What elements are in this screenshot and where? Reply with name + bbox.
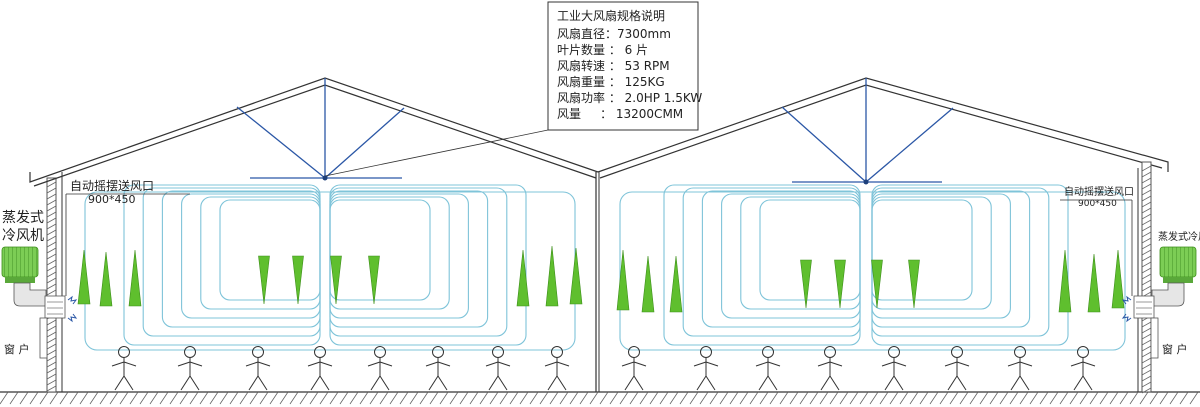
- left-duct: [13, 282, 47, 307]
- left-cooler-body: [1, 246, 39, 278]
- air-jet: [292, 255, 304, 305]
- worker-figure: [367, 346, 393, 391]
- airflow-loop: [663, 184, 861, 346]
- left-cooler-label-1: 蒸发式: [2, 210, 44, 226]
- worker-figure: [621, 346, 647, 391]
- airflow-loop: [329, 193, 469, 319]
- worker-figure: [1070, 346, 1096, 391]
- right-window-label: 窗 户: [1162, 342, 1188, 356]
- air-jet: [1111, 249, 1125, 309]
- left-outlet-size: 900*450: [88, 193, 136, 206]
- airflow-loop: [219, 199, 321, 301]
- spec-line: 叶片数量 ： 6 片: [557, 42, 648, 57]
- right-outlet-size: 900*450: [1078, 199, 1117, 209]
- worker-figure: [693, 346, 719, 391]
- right-window: [1150, 317, 1159, 359]
- airflow-loop: [701, 190, 861, 328]
- air-jet: [330, 255, 342, 305]
- airflow-loop: [871, 184, 1069, 346]
- airflow-loop: [619, 191, 1126, 351]
- right-building: [597, 77, 1169, 394]
- left-louver: [44, 295, 66, 319]
- left-cooler-label-2: 冷风机: [2, 228, 44, 244]
- air-jet: [368, 255, 380, 305]
- spec-line: 风扇功率 ： 2.0HP 1.5KW: [557, 90, 702, 105]
- airflow-loop: [329, 199, 431, 301]
- airflow-loop: [871, 193, 1011, 319]
- airflow-loop: [682, 187, 861, 337]
- left-outlet-label: 自动摇摆送风口: [70, 178, 154, 193]
- air-jet: [871, 259, 883, 309]
- worker-figure: [544, 346, 570, 391]
- airflow-loop: [740, 196, 861, 310]
- worker-figure: [817, 346, 843, 391]
- airflow-loop: [329, 187, 508, 337]
- air-jet: [834, 259, 846, 309]
- airflow-loop: [871, 199, 973, 301]
- worker-figure: [485, 346, 511, 391]
- air-jet: [1087, 253, 1101, 313]
- left-window-label: 窗 户: [4, 342, 30, 356]
- airflow-loop: [329, 184, 527, 346]
- worker-figure: [111, 346, 137, 391]
- air-jet: [258, 255, 270, 305]
- left-ceiling-fan: [236, 78, 405, 181]
- air-jet: [516, 249, 530, 307]
- spec-line: 风扇直径：7300mm: [557, 26, 671, 41]
- spec-line: 风扇重量 ： 125KG: [557, 74, 665, 89]
- worker-figure: [944, 346, 970, 391]
- workers: [111, 346, 1096, 391]
- left-wall-outer: [46, 177, 57, 393]
- air-jets: [77, 245, 1125, 313]
- right-roof: [597, 77, 1169, 173]
- air-jet: [1058, 249, 1072, 313]
- right-duct: [1151, 282, 1185, 307]
- spec-line: 风量 ： 13200CMM: [557, 107, 683, 121]
- left-roof: [29, 77, 599, 183]
- worker-figure: [307, 346, 333, 391]
- right-outlet-label: 自动摇摆送风口: [1064, 185, 1134, 198]
- spec-title: 工业大风扇规格说明: [557, 8, 665, 23]
- right-ceiling-fan: [781, 78, 954, 185]
- airflow-loop: [123, 184, 321, 346]
- ground: [0, 391, 1200, 405]
- air-jet: [616, 249, 630, 311]
- air-jet: [669, 255, 683, 313]
- right-wall-outer: [1141, 161, 1152, 393]
- airflow-loop: [871, 187, 1050, 337]
- left-window: [39, 317, 48, 359]
- airflow-loop: [200, 196, 321, 310]
- worker-figure: [177, 346, 203, 391]
- airflow-loop: [329, 196, 450, 310]
- worker-figure: [425, 346, 451, 391]
- air-jet: [641, 255, 655, 313]
- worker-figure: [881, 346, 907, 391]
- air-jet: [99, 251, 113, 307]
- worker-figure: [1007, 346, 1033, 391]
- air-jet: [569, 247, 583, 305]
- air-jet: [128, 249, 142, 307]
- left-evaporative-cooler: 蒸发式 冷风机 自动摇摆送风口 900*450 窗 户: [1, 178, 190, 359]
- air-jet: [77, 249, 91, 305]
- worker-figure: [755, 346, 781, 391]
- airflow-loop: [871, 190, 1031, 328]
- airflow-loop: [871, 196, 992, 310]
- spec-line: 风扇转速 ： 53 RPM: [557, 58, 670, 73]
- right-cooler-body: [1159, 246, 1197, 278]
- air-jet: [800, 259, 812, 309]
- worker-figure: [245, 346, 271, 391]
- airflow-loop: [329, 190, 489, 328]
- right-louver: [1133, 295, 1155, 319]
- airflow-loop: [759, 199, 861, 301]
- airflow-lines: [84, 184, 1126, 351]
- air-jet: [908, 259, 920, 309]
- air-jet: [545, 245, 559, 307]
- spec-box: 工业大风扇规格说明 风扇直径：7300mm 叶片数量 ： 6 片 风扇转速 ： …: [324, 1, 702, 177]
